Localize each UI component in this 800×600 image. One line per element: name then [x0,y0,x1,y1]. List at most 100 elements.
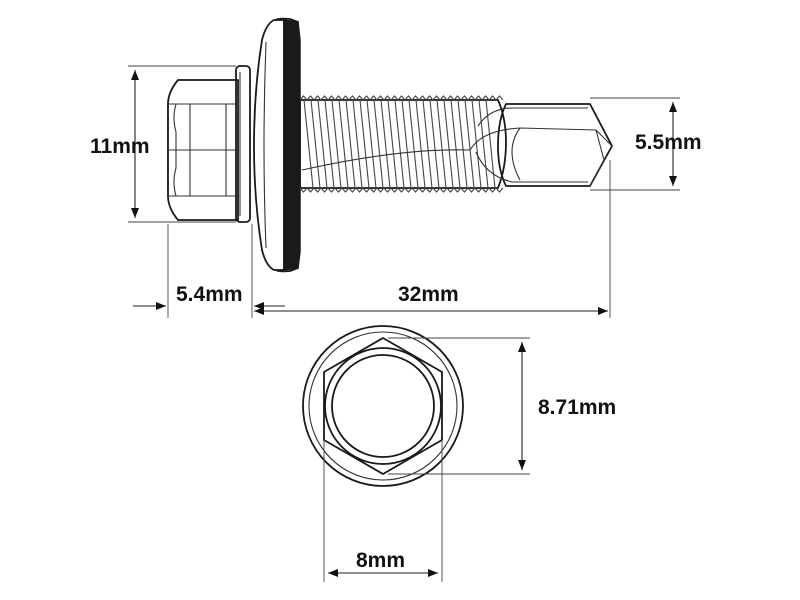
shaft-length-dimension: 32mm [254,160,611,318]
thread-crest [299,95,308,101]
hex-width-dimension: 8mm [323,440,443,582]
screw-top-view [302,325,464,487]
thread-crest [411,187,420,193]
drill-diameter-dimension: 5.5mm [590,97,702,191]
thread-crest [334,187,343,193]
thread-crest [495,187,504,193]
thread-line [345,99,356,189]
thread-crest [481,187,490,193]
thread-crest [327,187,336,193]
thread-crest [390,187,399,193]
thread-crest [383,95,392,101]
threaded-shaft [299,95,507,193]
flange-collar [235,65,251,223]
thread-line [478,99,489,189]
thread-crest [341,95,350,101]
thread-crest [453,187,462,193]
washer-inner-ring [308,331,458,481]
thread-crest [404,95,413,101]
hex-chamfer-ring [324,347,442,465]
thread-crest [362,95,371,101]
thread-line [408,99,419,189]
thread-crest [369,187,378,193]
thread-crest [306,187,315,193]
thread-crest [348,95,357,101]
flange-circle [331,354,435,458]
thread-crest [418,95,427,101]
thread-crest [327,95,336,101]
thread-line [464,99,475,189]
thread-line [352,99,363,189]
thread-line [380,99,391,189]
thread-line [415,99,426,189]
thread-line [387,99,398,189]
drill-diameter-label: 5.5mm [635,131,702,154]
thread-crest [488,95,497,101]
thread-crest [495,95,504,101]
hex-across-flats-dimension: 8.71mm [388,337,616,475]
thread-line [443,99,454,189]
thread-crest [481,95,490,101]
thread-crest [376,95,385,101]
thread-crest [432,95,441,101]
head-height-dimension: 11mm [90,65,236,223]
thread-crest [404,187,413,193]
thread-crest [460,187,469,193]
thread-crest [425,95,434,101]
thread-crest [446,95,455,101]
thread-line [331,99,342,189]
thread-crest [306,95,315,101]
thread-crest [376,187,385,193]
thread-crest [362,187,371,193]
thread-line [429,99,440,189]
thread-line [338,99,349,189]
thread-line [310,99,321,189]
domed-washer [253,17,301,273]
thread-crest [320,95,329,101]
thread-line [422,99,433,189]
hex-across-flats-label: 8.71mm [538,396,616,419]
thread-crest [432,187,441,193]
thread-crest [474,187,483,193]
thread-crest [369,95,378,101]
thread-crest [299,187,308,193]
thread-crest [355,95,364,101]
drill-point [469,103,613,187]
thread-crest [467,95,476,101]
thread-line [303,99,314,189]
head-height-label: 11mm [90,135,150,158]
thread-crest [460,95,469,101]
thread-crest [397,95,406,101]
thread-crest [446,187,455,193]
thread-line [373,99,384,189]
thread-line [366,99,377,189]
thread-crest [411,95,420,101]
head-width-dimension: 5.4mm [133,224,285,318]
thread-line [324,99,335,189]
head-width-label: 5.4mm [176,283,243,306]
thread-crest [383,187,392,193]
thread-crest [439,95,448,101]
thread-line [457,99,468,189]
thread-line [401,99,412,189]
thread-crest [474,95,483,101]
screw-side-view [167,17,613,273]
rubber-seal [283,19,301,271]
thread-crest [390,95,399,101]
thread-crest [425,187,434,193]
hex-head-top [323,337,443,475]
thread-crest [453,95,462,101]
thread-crest [313,187,322,193]
thread-line [471,99,482,189]
shaft-length-label: 32mm [398,283,459,306]
thread-crest [397,187,406,193]
thread-line [317,99,328,189]
thread-crest [418,187,427,193]
thread-line [436,99,447,189]
thread-crest [320,187,329,193]
thread-crest [355,187,364,193]
hex-head-side [167,79,239,221]
thread-line [394,99,405,189]
